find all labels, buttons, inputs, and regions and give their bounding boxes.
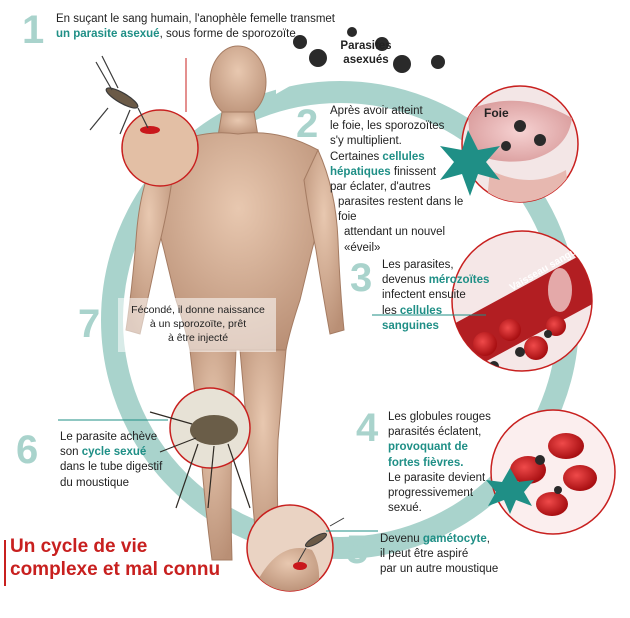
mosquito-2 — [297, 517, 345, 563]
step-3-text: Les parasites, devenus mérozoïtes infect… — [382, 258, 502, 334]
step-2-line-e: hépatiques finissent — [330, 165, 480, 180]
title-line-1: Un cycle de vie — [10, 536, 148, 557]
step-2-line-i: attendant un nouvel «éveil» — [344, 226, 446, 254]
step-3-highlight-2: cellules sanguines — [382, 304, 443, 332]
step-number-7: 7 — [78, 302, 101, 346]
title-line-2: complexe et mal connu — [10, 558, 221, 580]
inset-shoulder — [121, 58, 199, 187]
step-2-e: finissent — [390, 165, 437, 178]
step-5-line-a: Devenu gamétocyte, — [380, 532, 520, 547]
burst-rbc — [486, 468, 534, 514]
step-3-line-c: infectent ensuite — [382, 289, 466, 302]
step-3-highlight-1: mérozoïtes — [428, 274, 490, 287]
step-4-line-e: sexué. — [388, 502, 422, 515]
step-number-3: 3 — [350, 256, 373, 300]
step-number-1: 1 — [22, 8, 45, 52]
step-2-line-g: parasites restent dans le foie — [338, 196, 464, 224]
step-1-text: En suçant le sang humain, l'anophèle fem… — [56, 12, 356, 42]
cycle-arrow-top — [276, 62, 304, 94]
step-2-line-a: Après avoir atteint — [330, 105, 423, 117]
step-1-line-1: En suçant le sang humain, l'anophèle fem… — [56, 13, 335, 25]
step-2-highlight-2: hépatiques — [330, 165, 391, 178]
step-number-4: 4 — [356, 406, 379, 450]
mosquito-3 — [149, 411, 251, 509]
parasites-label: Parasites asexués — [340, 40, 392, 66]
step-2-highlight-1: cellules — [382, 150, 425, 163]
step-3-line-d: les cellules sanguines — [382, 304, 502, 334]
step-2-d: Certaines — [330, 150, 383, 163]
step-5-highlight: gamétocyte — [422, 533, 487, 545]
step-6-line-b: son cycle sexué — [60, 445, 190, 460]
step-7-line-c: à être injecté — [167, 331, 229, 344]
cycle-arrow-5 — [372, 555, 392, 585]
step-4-line-d: progressivement — [388, 486, 474, 499]
step-3-b: devenus — [382, 274, 429, 287]
step-4-highlight-1: provoquant de — [388, 441, 468, 454]
burst-liver — [440, 130, 500, 196]
step-6-b: son — [60, 446, 82, 459]
step-7-line-b: à un sporozoïte, prêt — [149, 317, 247, 330]
title-accent-bar — [4, 540, 6, 586]
step-number-5: 5 — [346, 528, 369, 572]
step-4-highlight-2: fortes fièvres. — [388, 456, 464, 469]
step-1-rest: , sous forme de sporozoïte — [159, 28, 296, 41]
inset-rbc — [486, 409, 616, 535]
step-3-line-a: Les parasites, — [382, 259, 454, 271]
step-number-6: 6 — [16, 428, 39, 472]
step-1-highlight: un parasite asexué — [56, 28, 160, 41]
step-7-text: Fécondé, il donne naissance à un sporozo… — [124, 304, 272, 346]
step-2-line-b: le foie, les sporozoïtes — [330, 120, 445, 133]
step-6-highlight: cycle sexué — [81, 446, 147, 459]
step-4-line-a: Les globules rouges — [388, 411, 491, 423]
step-4-line-b: parasités éclatent, — [388, 426, 482, 439]
step-5-line-c: il peut être aspiré — [380, 548, 469, 561]
inset-foot — [246, 504, 345, 592]
step-4-text: Les globules rouges parasités éclatent, … — [388, 410, 508, 516]
step-4-line-c: Le parasite devient — [388, 471, 486, 484]
step-6-text: Le parasite achève son cycle sexué dans … — [60, 430, 190, 491]
step-5-b: , — [486, 533, 490, 545]
mosquito-1 — [89, 55, 149, 135]
step-5-text: Devenu gamétocyte, il peut être aspiré p… — [380, 532, 520, 578]
step-3-line-b: devenus mérozoïtes — [382, 273, 502, 288]
step-2-line-d: Certaines cellules — [330, 150, 480, 165]
step-2-line-f: par éclater, d'autres — [330, 180, 431, 193]
step-3-d: les — [382, 304, 400, 317]
step-7-line-a: Fécondé, il donne naissance — [131, 304, 265, 316]
parasites-cluster — [293, 27, 445, 73]
step-6-line-d: du moustique — [60, 476, 130, 489]
step-5-a: Devenu — [380, 533, 423, 545]
step-5-line-d: par un autre moustique — [380, 563, 499, 576]
step-6-line-a: Le parasite achève — [60, 431, 158, 443]
infographic-title: Un cycle de vie complexe et mal connu — [10, 536, 220, 582]
step-6-line-c: dans le tube digestif — [60, 461, 163, 474]
inset-vessel — [451, 230, 593, 372]
step-2-line-c: s'y multiplient. — [330, 135, 402, 148]
foie-label: Foie — [484, 106, 509, 120]
step-1-line-2: un parasite asexué, sous forme de sporoz… — [56, 27, 356, 42]
step-2-text: Après avoir atteint le foie, les sporozo… — [330, 104, 480, 256]
step-number-2: 2 — [296, 102, 319, 146]
inset-mosquito — [149, 387, 251, 509]
label-bg-7 — [118, 298, 276, 352]
